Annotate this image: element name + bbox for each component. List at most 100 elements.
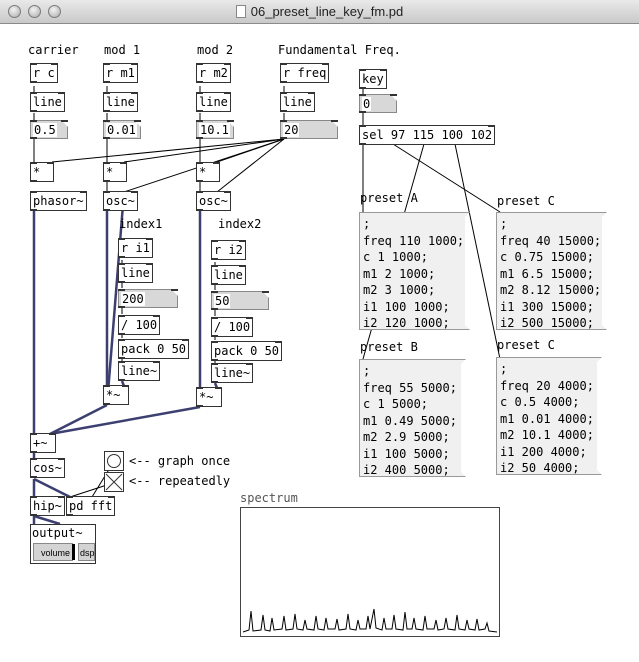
- receive-m2-object[interactable]: r m2: [196, 63, 231, 83]
- spectrum-plot: [242, 608, 498, 633]
- multiply-object-carrier[interactable]: *: [30, 162, 54, 182]
- receive-m1-object[interactable]: r m1: [103, 63, 138, 83]
- port-nib: [103, 81, 110, 83]
- select-object[interactable]: sel 97 115 100 102: [359, 125, 496, 145]
- receive-freq-object[interactable]: r freq: [280, 63, 330, 83]
- mod2-number-box[interactable]: 10.1: [196, 120, 234, 139]
- close-window-button[interactable]: [8, 5, 21, 18]
- receive-i2-object[interactable]: r i2: [211, 240, 246, 260]
- port-nib: [262, 291, 269, 293]
- multiply-object-mod1[interactable]: *: [103, 162, 127, 182]
- cos-object[interactable]: cos~: [30, 458, 65, 478]
- line-signal-object-index1[interactable]: line~: [118, 361, 161, 381]
- port-nib: [30, 514, 37, 516]
- patch-canvas[interactable]: carrier mod 1 mod 2 Fundamental Freq. r …: [0, 24, 639, 662]
- port-nib: [58, 458, 65, 460]
- spectrum-graph[interactable]: [240, 507, 500, 637]
- index2-number-box[interactable]: 50: [211, 291, 269, 310]
- port-nib: [118, 361, 125, 363]
- port-nib: [280, 120, 287, 122]
- port-nib: [211, 258, 218, 260]
- port-nib: [211, 240, 218, 242]
- hip-object[interactable]: hip~: [30, 496, 65, 516]
- title-bar: 06_preset_line_key_fm.pd: [0, 0, 639, 24]
- port-nib: [331, 120, 338, 122]
- port-nib: [108, 496, 115, 498]
- port-nib: [280, 110, 287, 112]
- phasor-object[interactable]: phasor~: [30, 191, 87, 211]
- port-nib: [359, 69, 366, 71]
- port-nib: [30, 81, 37, 83]
- dsp-toggle[interactable]: dsp: [78, 543, 95, 561]
- volume-slider[interactable]: volume: [33, 543, 75, 561]
- port-nib: [211, 341, 218, 343]
- port-nib: [30, 162, 37, 164]
- signal-add-object[interactable]: +~: [30, 433, 56, 453]
- divide-object-index2[interactable]: / 100: [211, 317, 254, 337]
- port-nib: [196, 180, 203, 182]
- line-signal-object-index2[interactable]: line~: [211, 363, 254, 383]
- preset-a-message[interactable]: ; freq 110 1000; c 1 1000; m1 2 1000; m2…: [359, 212, 470, 330]
- port-nib: [118, 289, 125, 291]
- zoom-window-button[interactable]: [48, 5, 61, 18]
- port-nib: [211, 265, 218, 267]
- output-abstraction[interactable]: output~ volume dsp: [30, 524, 96, 564]
- line-object-mod2[interactable]: line: [196, 92, 231, 112]
- line-object-mod1[interactable]: line: [103, 92, 138, 112]
- index1-number-box[interactable]: 200: [118, 289, 178, 308]
- osc-object-mod2[interactable]: osc~: [196, 191, 231, 211]
- port-nib: [58, 496, 65, 498]
- preset-c2-label: preset C: [497, 338, 555, 352]
- output-label: output~: [32, 526, 83, 540]
- port-nib: [196, 209, 203, 211]
- repeatedly-label: <-- repeatedly: [129, 474, 231, 488]
- port-nib: [211, 335, 218, 337]
- port-nib: [47, 162, 54, 164]
- divide-object-index1[interactable]: / 100: [118, 315, 161, 335]
- port-nib: [196, 387, 203, 389]
- port-nib: [227, 120, 234, 122]
- line-object-index1[interactable]: line: [118, 263, 153, 283]
- line-object-index2[interactable]: line: [211, 265, 246, 285]
- toggle-x-icon: [105, 473, 123, 491]
- receive-i1-object[interactable]: r i1: [118, 238, 153, 258]
- port-nib: [359, 94, 366, 96]
- port-nib: [118, 306, 125, 308]
- port-nib: [196, 137, 203, 139]
- port-nib: [211, 283, 218, 285]
- pack-object-index1[interactable]: pack 0 50: [118, 339, 190, 359]
- line-object-carrier[interactable]: line: [30, 92, 65, 112]
- key-object[interactable]: key: [359, 69, 387, 89]
- repeatedly-toggle[interactable]: [104, 472, 124, 492]
- port-nib: [196, 63, 203, 65]
- port-nib: [131, 92, 138, 94]
- port-nib: [224, 191, 231, 193]
- port-nib: [61, 120, 68, 122]
- volume-slider-handle[interactable]: [72, 544, 75, 560]
- port-nib: [211, 359, 218, 361]
- preset-b-message[interactable]: ; freq 55 5000; c 1 5000; m1 0.49 5000; …: [359, 359, 466, 477]
- preset-c1-message[interactable]: ; freq 40 15000; c 0.75 15000; m1 6.5 15…: [496, 212, 607, 330]
- line-object-freq[interactable]: line: [280, 92, 315, 112]
- preset-c2-message[interactable]: ; freq 20 4000; c 0.5 4000; m1 0.01 4000…: [496, 357, 602, 475]
- key-number-box[interactable]: 0: [359, 94, 397, 113]
- receive-c-object[interactable]: r c: [30, 63, 58, 83]
- port-nib: [30, 63, 37, 65]
- graph-once-bang[interactable]: [104, 451, 124, 471]
- port-nib: [120, 162, 127, 164]
- port-nib: [275, 341, 282, 343]
- signal-multiply-object-2[interactable]: *~: [196, 387, 222, 407]
- pack-object-index2[interactable]: pack 0 50: [211, 341, 283, 361]
- mod1-number-box[interactable]: 0.01: [103, 120, 141, 139]
- pd-fft-subpatch[interactable]: pd fft: [66, 496, 116, 516]
- carrier-number-box[interactable]: 0.5: [30, 120, 68, 139]
- minimize-window-button[interactable]: [28, 5, 41, 18]
- port-nib: [118, 256, 125, 258]
- osc-object-mod1[interactable]: osc~: [103, 191, 138, 211]
- carrier-label: carrier: [28, 43, 79, 57]
- signal-multiply-object-1[interactable]: *~: [103, 385, 129, 405]
- multiply-object-mod2[interactable]: *: [196, 162, 220, 182]
- port-nib: [30, 458, 37, 460]
- fundamental-number-box[interactable]: 20: [280, 120, 338, 139]
- port-nib: [224, 92, 231, 94]
